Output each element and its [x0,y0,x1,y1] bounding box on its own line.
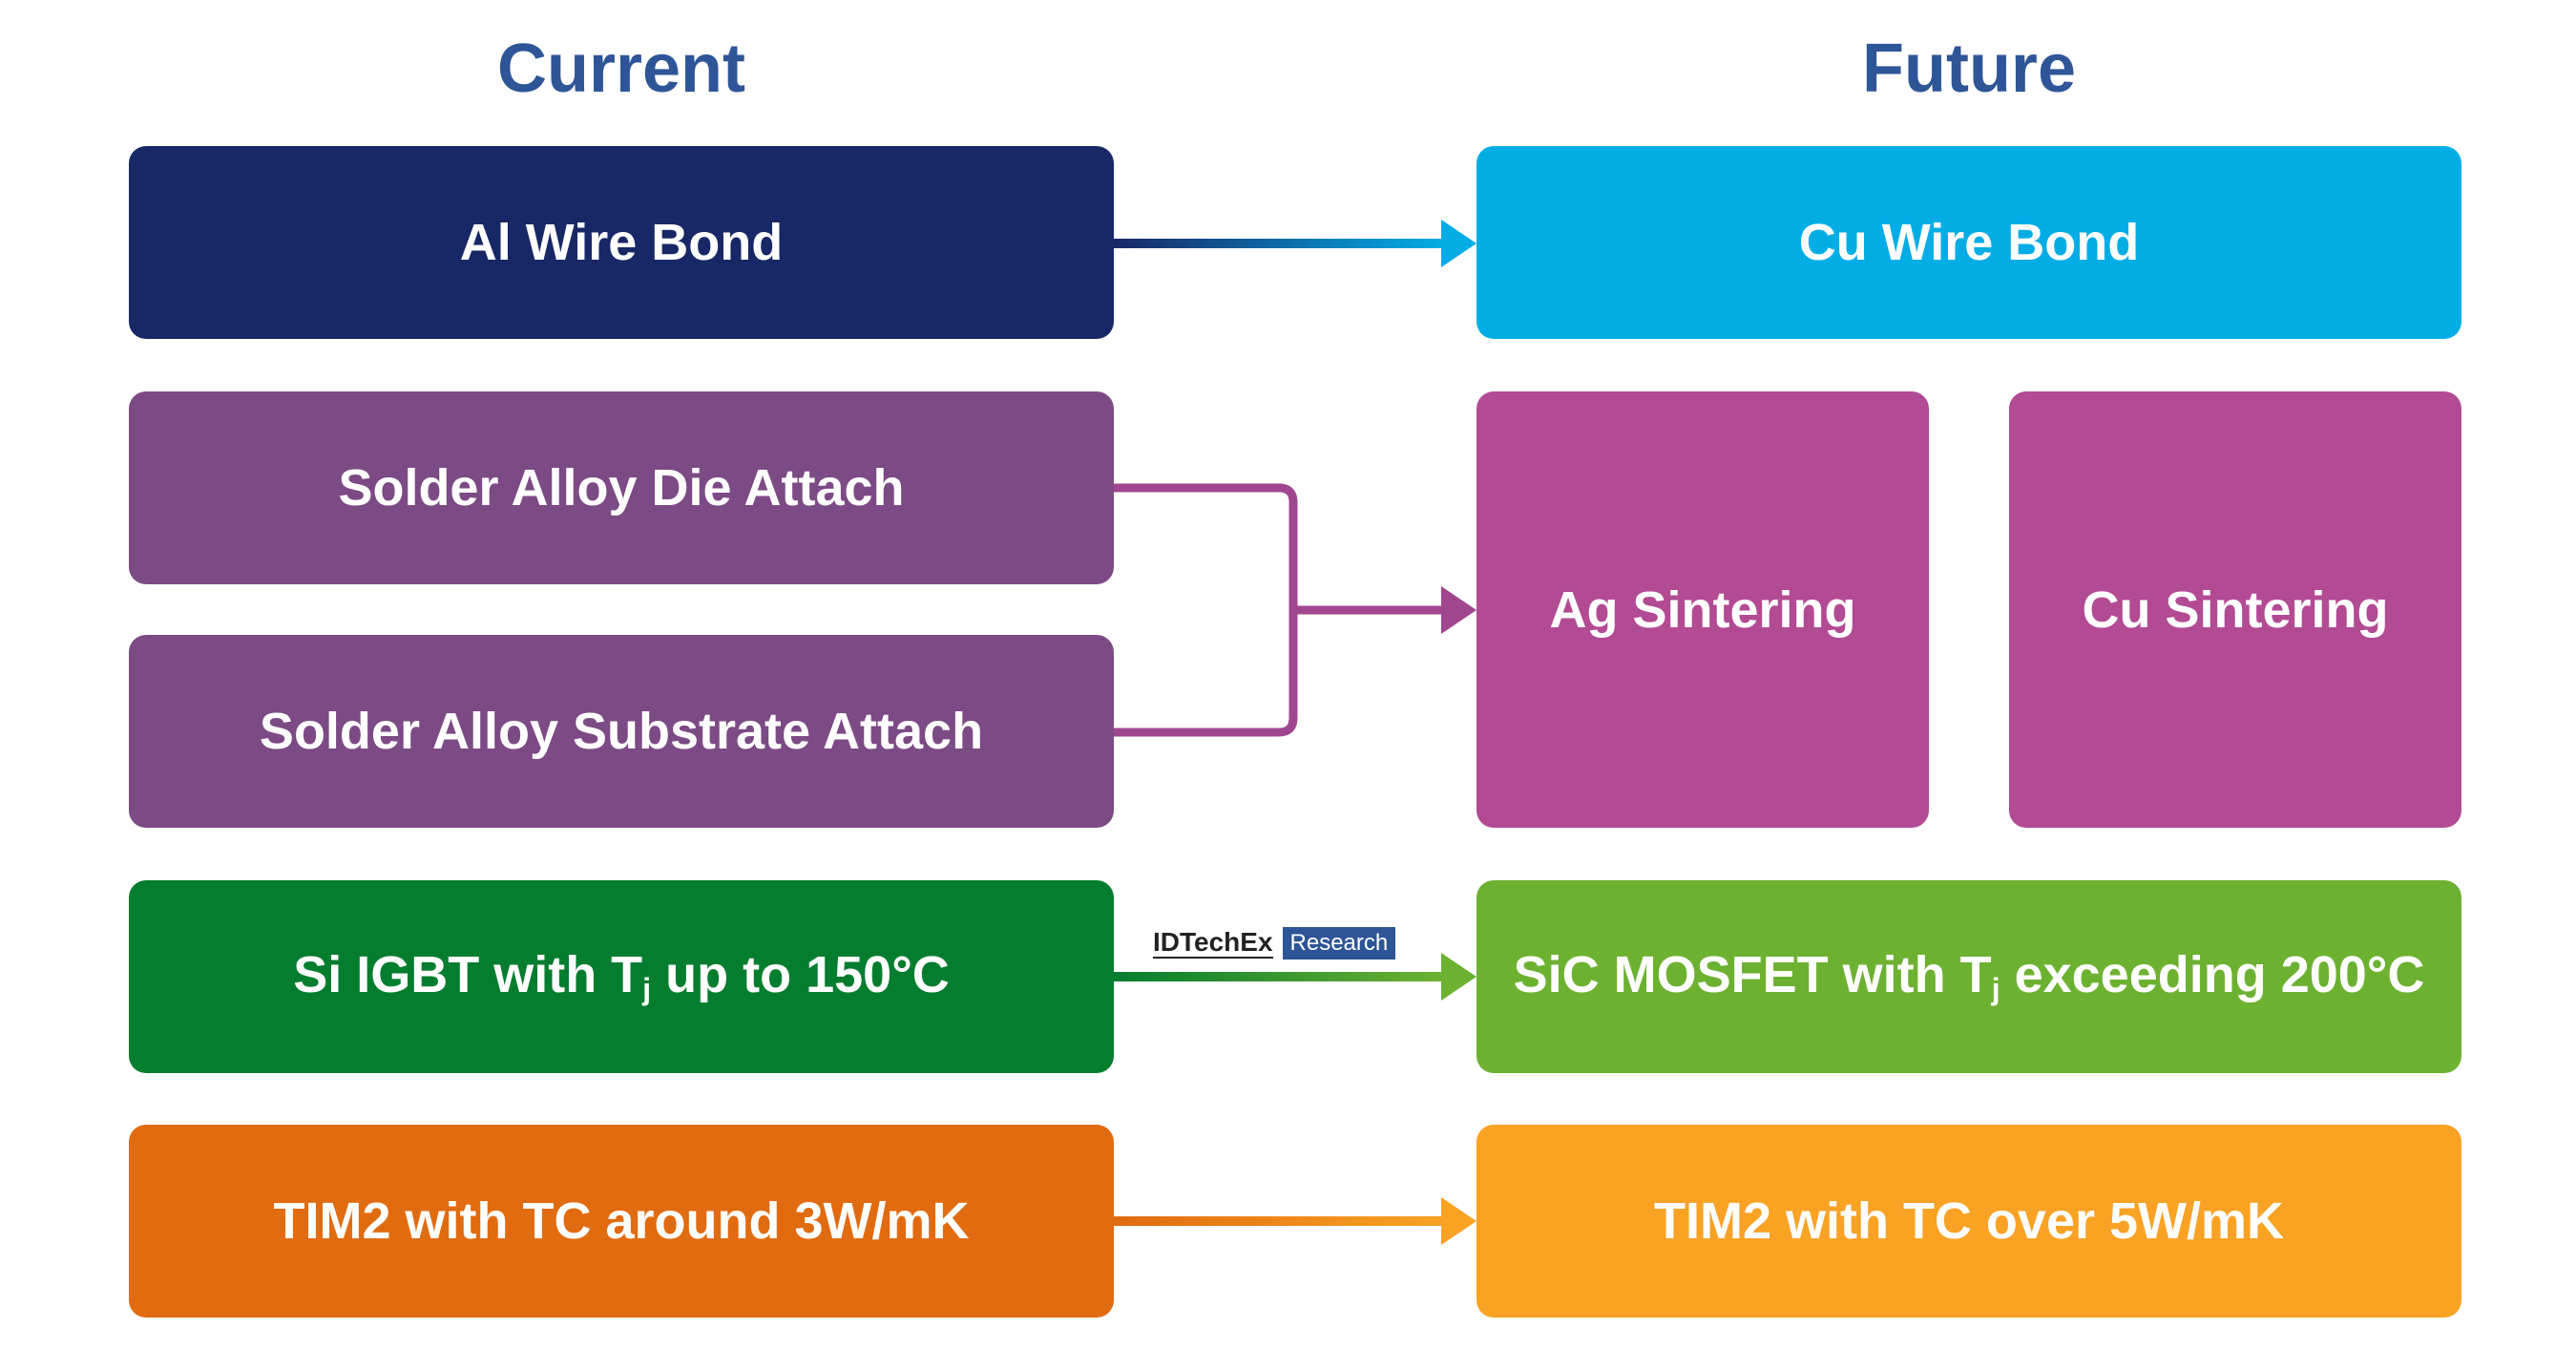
cu-wire-bond-box: Cu Wire Bond [1476,146,2461,339]
solder-substrate-attach-box: Solder Alloy Substrate Attach [129,635,1114,828]
al-wire-bond-label: Al Wire Bond [459,214,784,271]
cu-sintering-label: Cu Sintering [2082,580,2389,639]
solder-die-attach-box: Solder Alloy Die Attach [129,391,1114,584]
logo-name: IDTechEx [1153,927,1273,959]
ag-sintering-box: Ag Sintering [1476,391,1929,828]
tim2-current-box: TIM2 with TC around 3W/mK [129,1125,1114,1318]
solder-substrate-attach-label: Solder Alloy Substrate Attach [259,703,984,760]
arrow-wire-bond [1114,220,1476,267]
current-heading: Current [496,31,745,107]
ag-sintering-label: Ag Sintering [1549,580,1856,639]
tim2-future-box: TIM2 with TC over 5W/mK [1476,1125,2461,1318]
cu-sintering-box: Cu Sintering [2009,391,2461,828]
tim2-future-label: TIM2 with TC over 5W/mK [1653,1192,2285,1250]
future-heading: Future [1862,31,2076,107]
tim2-current-label: TIM2 with TC around 3W/mK [273,1192,970,1250]
si-igbt-label: Si IGBT with Tj up to 150°C [293,946,950,1007]
logo-tag: Research [1282,927,1396,960]
arrow-tim2 [1114,1197,1476,1245]
arrow-die-attach [1114,483,1476,737]
si-igbt-box: Si IGBT with Tj up to 150°C [129,880,1114,1073]
idtechex-logo: IDTechEx Research [1153,925,1396,961]
al-wire-bond-box: Al Wire Bond [129,146,1114,339]
solder-die-attach-label: Solder Alloy Die Attach [338,459,905,517]
sic-mosfet-label: SiC MOSFET with Tj exceeding 200°C [1513,946,2425,1007]
cu-wire-bond-label: Cu Wire Bond [1798,214,2140,271]
sic-mosfet-box: SiC MOSFET with Tj exceeding 200°C [1476,880,2461,1073]
